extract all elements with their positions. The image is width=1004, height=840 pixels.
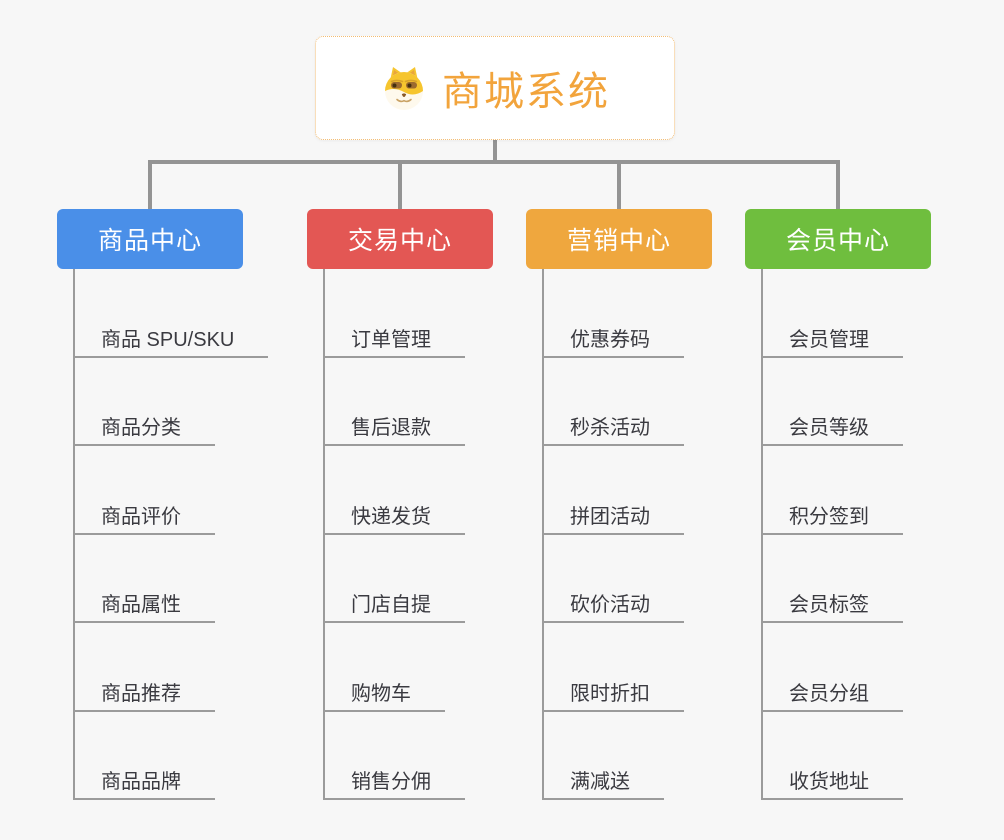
leaf-node[interactable]: 售后退款 <box>325 358 465 446</box>
leaf-node[interactable]: 商品推荐 <box>75 623 215 712</box>
connector-drop-marketing <box>617 160 621 210</box>
branch-label: 交易中心 <box>347 227 452 255</box>
connector-drop-product <box>148 160 152 210</box>
leaf-node[interactable]: 商品分类 <box>75 358 215 446</box>
leaf-node[interactable]: 满减送 <box>544 712 664 800</box>
root-node[interactable]: 商城系统 <box>315 36 675 140</box>
leaf-node[interactable]: 砍价活动 <box>544 535 684 623</box>
branch-label: 营销中心 <box>566 227 671 255</box>
connector-drop-member <box>836 160 840 210</box>
leaf-node[interactable]: 拼团活动 <box>544 446 684 535</box>
leaf-node[interactable]: 商品评价 <box>75 446 215 535</box>
leaf-node[interactable]: 积分签到 <box>763 446 903 535</box>
doge-icon <box>380 64 428 112</box>
connector-drop-trade <box>398 160 402 210</box>
branch-children-trade: 订单管理 售后退款 快递发货 门店自提 购物车 销售分佣 <box>323 269 465 800</box>
branch-node-trade[interactable]: 交易中心 <box>307 209 493 269</box>
leaf-node[interactable]: 商品属性 <box>75 535 215 623</box>
leaf-node[interactable]: 会员等级 <box>763 358 903 446</box>
leaf-node[interactable]: 购物车 <box>325 623 445 712</box>
branch-label: 商品中心 <box>97 227 202 255</box>
leaf-node[interactable]: 收货地址 <box>763 712 903 800</box>
leaf-node[interactable]: 优惠券码 <box>544 269 684 358</box>
leaf-node[interactable]: 限时折扣 <box>544 623 684 712</box>
leaf-node[interactable]: 订单管理 <box>325 269 465 358</box>
connector-root-stem <box>493 140 497 162</box>
branch-children-member: 会员管理 会员等级 积分签到 会员标签 会员分组 收货地址 <box>761 269 903 800</box>
leaf-node[interactable]: 快递发货 <box>325 446 465 535</box>
connector-bus <box>148 160 840 164</box>
leaf-node[interactable]: 秒杀活动 <box>544 358 684 446</box>
leaf-node[interactable]: 会员分组 <box>763 623 903 712</box>
branch-label: 会员中心 <box>785 227 890 255</box>
leaf-node[interactable]: 会员标签 <box>763 535 903 623</box>
branch-node-member[interactable]: 会员中心 <box>745 209 931 269</box>
leaf-node[interactable]: 商品 SPU/SKU <box>75 269 269 358</box>
leaf-node[interactable]: 会员管理 <box>763 269 903 358</box>
branch-node-marketing[interactable]: 营销中心 <box>526 209 712 269</box>
branch-children-marketing: 优惠券码 秒杀活动 拼团活动 砍价活动 限时折扣 满减送 <box>542 269 684 800</box>
leaf-node[interactable]: 门店自提 <box>325 535 465 623</box>
branch-node-product[interactable]: 商品中心 <box>57 209 243 269</box>
leaf-node[interactable]: 商品品牌 <box>75 712 215 800</box>
leaf-node[interactable]: 销售分佣 <box>325 712 465 800</box>
branch-children-product: 商品 SPU/SKU 商品分类 商品评价 商品属性 商品推荐 商品品牌 <box>73 269 269 800</box>
root-title: 商城系统 <box>442 70 610 114</box>
